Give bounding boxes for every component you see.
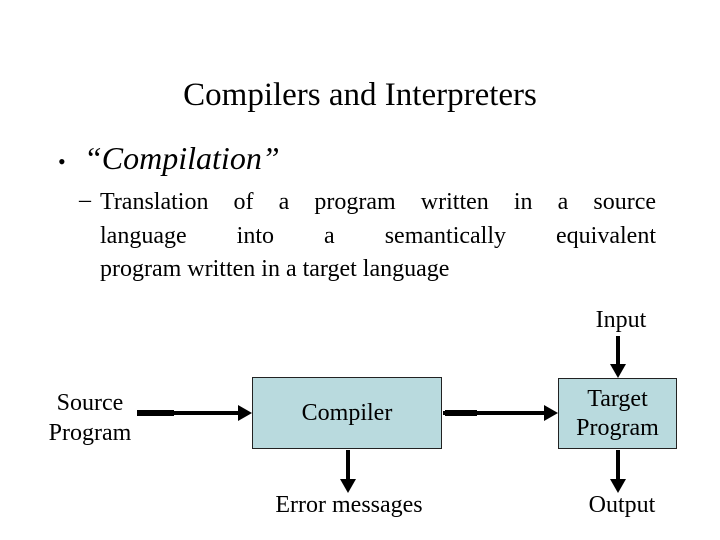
- error-messages-label: Error messages: [275, 492, 423, 518]
- source-program-line-1: Source: [56, 390, 124, 416]
- sub-bullet-marker: –: [79, 187, 91, 213]
- output-label: Output: [588, 492, 656, 518]
- compiler-box-label: Compiler: [301, 399, 393, 426]
- source-program-label: Source Program: [40, 388, 140, 448]
- compiler-to-target-arrow-head: [544, 405, 558, 421]
- source-to-compiler-arrow-head: [238, 405, 252, 421]
- bullet-item-compilation: • “Compilation”: [58, 140, 280, 176]
- source-program-line-2: Program: [48, 420, 132, 446]
- compiler-box: Compiler: [252, 377, 442, 449]
- slide-title: Compilers and Interpreters: [183, 77, 537, 113]
- paragraph-line-3: program written in a target language: [100, 256, 450, 282]
- target-program-line-2: Program: [576, 414, 659, 441]
- target-program-label: Target Program: [576, 385, 659, 443]
- bullet-marker: •: [58, 149, 66, 174]
- source-to-compiler-arrow-tail: [137, 410, 174, 416]
- source-to-compiler-arrow-line: [137, 411, 240, 415]
- sub-bullet-paragraph: Translation of a program written in a so…: [100, 186, 656, 287]
- compiler-to-error-arrow-line: [346, 450, 350, 480]
- target-to-output-arrow-line: [616, 450, 620, 480]
- bullet-text-compilation: “Compilation”: [84, 140, 280, 176]
- compiler-to-target-arrow-line: [443, 411, 545, 415]
- paragraph-line-1: Translation of a program written in a so…: [100, 189, 656, 215]
- input-arrow-head: [610, 364, 626, 378]
- target-to-output-arrow-head: [610, 479, 626, 493]
- target-program-box: Target Program: [558, 378, 677, 449]
- input-label: Input: [595, 307, 647, 333]
- target-program-line-1: Target: [587, 385, 648, 412]
- compiler-to-error-arrow-head: [340, 479, 356, 493]
- input-arrow-line: [616, 336, 620, 365]
- paragraph-line-2: language into a semantically equivalent: [100, 222, 656, 249]
- compiler-to-target-arrow-tail: [445, 410, 477, 416]
